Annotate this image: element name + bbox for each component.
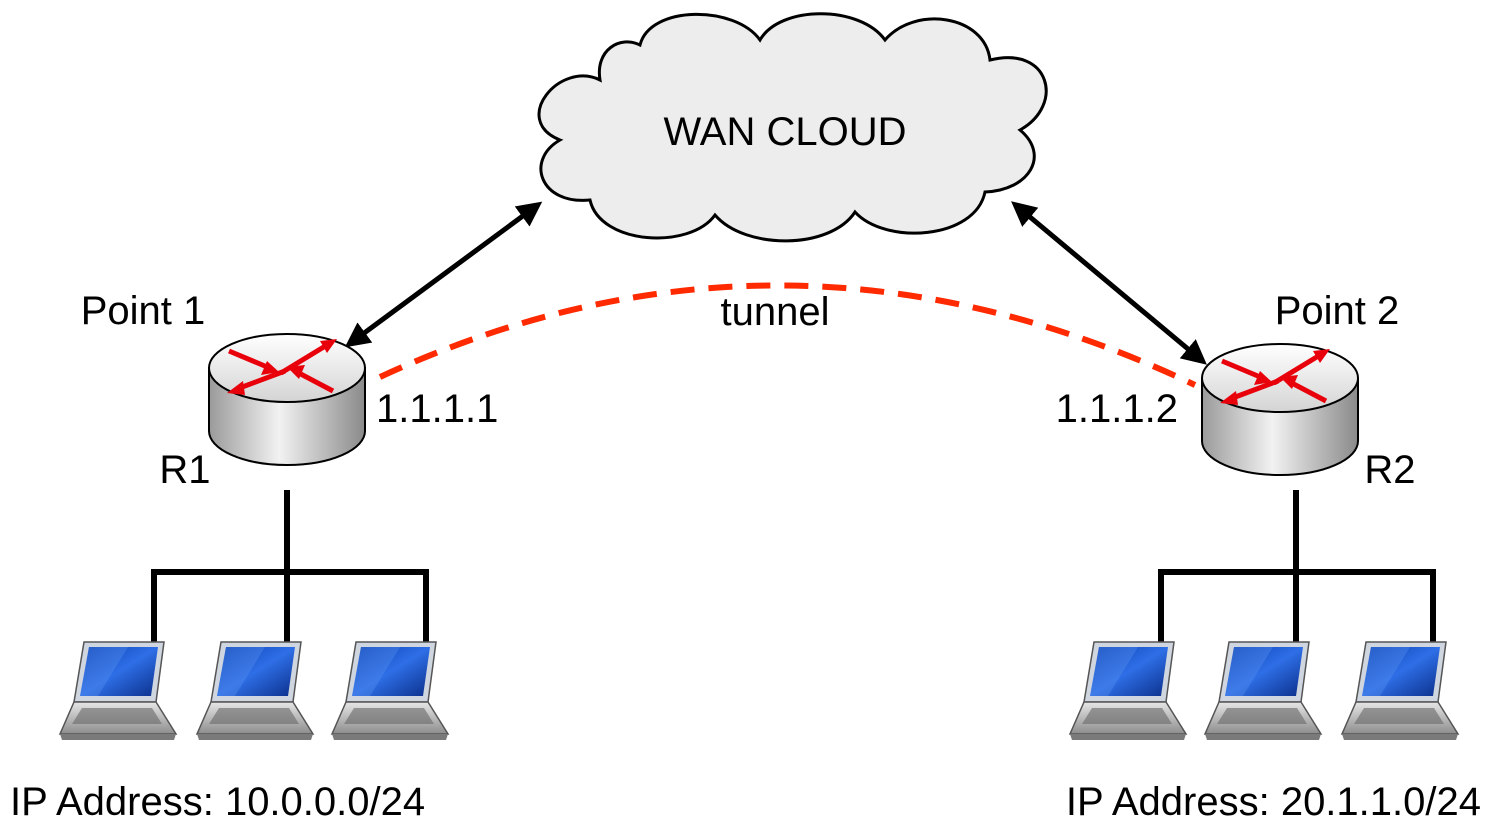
wan-link-point1: [344, 201, 543, 348]
r1-interface-ip: 1.1.1.1: [376, 387, 498, 431]
site-point-2: Point 2 R2 1.1.1.2 IP Address: 20.1.1.0/…: [1056, 289, 1481, 824]
point-1-label: Point 1: [81, 289, 206, 333]
laptop-icon: [331, 641, 449, 741]
network-1-label: IP Address: 10.0.0.0/24: [10, 780, 425, 824]
laptop-icon: [59, 641, 177, 741]
site-point-1: Point 1 R1 1.1.1.1 IP Address: 10.0.0.0/…: [10, 289, 498, 824]
router-r1-label: R1: [159, 448, 210, 492]
laptop-icon: [1204, 641, 1322, 741]
r2-interface-ip: 1.1.1.2: [1056, 387, 1178, 431]
lan-1-wiring: [151, 490, 429, 648]
network-2-label: IP Address: 20.1.1.0/24: [1066, 780, 1481, 824]
tunnel-label: tunnel: [721, 290, 830, 334]
wan-link-point2: [1011, 201, 1207, 365]
wan-cloud-icon: WAN CLOUD: [537, 12, 1048, 243]
tunnel-path: [378, 282, 1197, 388]
point-2-label: Point 2: [1275, 289, 1400, 333]
laptop-icon: [196, 641, 314, 741]
router-r2-label: R2: [1364, 448, 1415, 492]
lan-2-wiring: [1158, 490, 1436, 652]
router-r2-icon: [1202, 344, 1358, 475]
laptop-icon: [1069, 641, 1187, 741]
laptop-icon: [1341, 641, 1459, 741]
cloud-label: WAN CLOUD: [664, 110, 907, 154]
router-r1-icon: [209, 334, 365, 465]
